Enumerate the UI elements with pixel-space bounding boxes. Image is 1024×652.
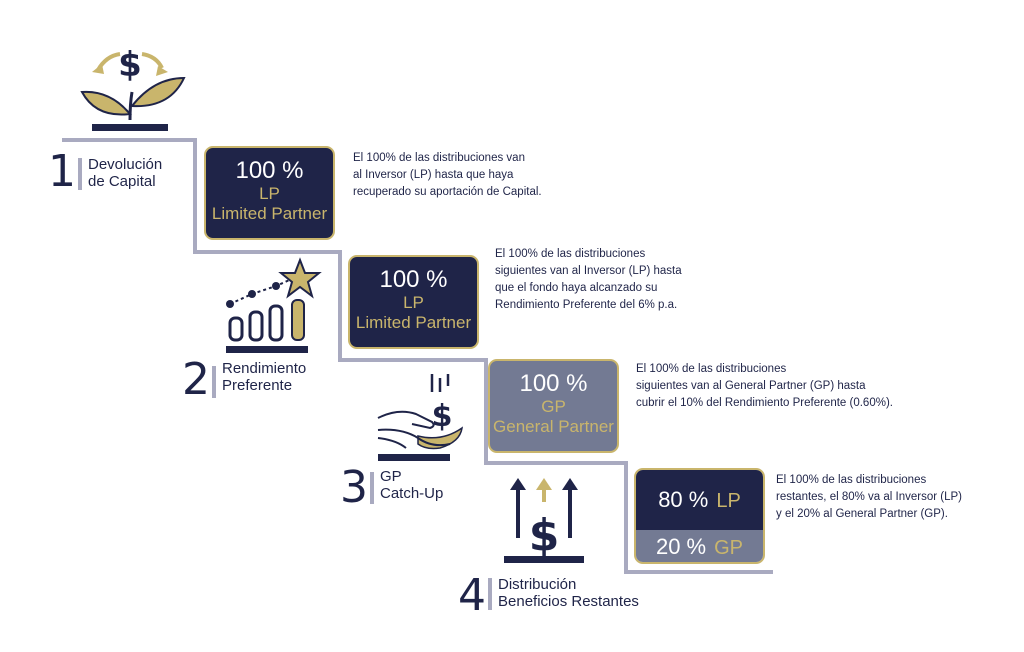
step-2-label: Rendimiento Preferente [222,360,306,394]
svg-text:$: $ [529,510,560,561]
step-3-percent: 100 % [519,370,588,397]
step-4-allocation-box: 80 % LP 20 % GP [634,468,765,564]
step-3-label-line1: GP [380,468,402,485]
step-2-number: 2 [182,354,210,405]
step-2-description: El 100% de las distribuciones siguientes… [495,246,682,314]
step-3-label-line2: Catch-Up [380,485,444,502]
step-4-lp-percent: 80 % [658,487,709,512]
step-3-desc-line: siguientes van al General Partner (GP) h… [636,380,866,392]
step-2-divider [212,366,216,398]
step-1-divider [78,158,82,190]
step-1-partner-code: LP [259,184,280,203]
step-1-label-line2: de Capital [88,173,156,190]
step-1-number: 1 [48,146,76,197]
step-4-label: Distribución Beneficios Restantes [498,576,639,610]
hand-receiving-money-icon: $ [377,374,463,461]
step-4-divider [488,578,492,610]
step-4-gp-code: GP [714,537,744,559]
step-3-description: El 100% de las distribuciones siguientes… [636,361,893,412]
step-2-allocation-box: 100 % LP Limited Partner [348,255,479,349]
step-4-label-line1: Distribución [498,576,577,593]
step-4-lp-share: 80 % LP [636,470,763,530]
step-4-gp-percent: 20 % [655,534,707,559]
step-3-partner-code: GP [541,397,566,416]
step-1-label-line1: Devolución [88,156,163,173]
step-2-desc-line: Rendimiento Preferente del 6% p.a. [495,299,678,311]
dollar-arrows-up-icon: $ [504,478,584,563]
step-2-desc-line: El 100% de las distribuciones [495,248,646,260]
step-3-partner-name: General Partner [493,417,614,436]
step-1-partner-name: Limited Partner [211,204,328,223]
step-2-desc-line: siguientes van al Inversor (LP) hasta [495,265,682,277]
step-3-allocation-box: 100 % GP General Partner [488,359,619,453]
step-4-lp-code: LP [716,490,741,512]
step-1-desc-line: recuperado su aportación de Capital. [353,186,542,198]
step-4-gp-share: 20 % GP [636,530,763,562]
step-4-description: El 100% de las distribuciones restantes,… [776,472,962,523]
svg-text:$: $ [118,45,142,85]
growth-chart-star-icon [226,257,322,353]
step-2-partner-code: LP [403,293,424,312]
step-2-label-line2: Preferente [222,377,293,394]
step-3-label: GP Catch-Up [380,468,443,502]
step-2-partner-name: Limited Partner [355,313,472,332]
step-4-desc-line: y el 20% al General Partner (GP). [776,508,948,520]
step-1-desc-line: al Inversor (LP) hasta que haya [353,169,514,181]
step-1-label: Devolución de Capital [88,156,162,190]
step-4-number: 4 [458,570,486,621]
step-3-number: 3 [340,462,368,513]
step-4-label-line2: Beneficios Restantes [498,593,639,610]
step-1-allocation-box: 100 % LP Limited Partner [204,146,335,240]
step-1-percent: 100 % [235,157,304,184]
step-2-desc-line: que el fondo haya alcanzado su [495,282,658,294]
step-4-desc-line: restantes, el 80% va al Inversor (LP) [776,491,962,503]
step-3-desc-line: El 100% de las distribuciones [636,363,787,375]
step-2-label-line1: Rendimiento [222,360,307,377]
plant-money-icon: $ [80,45,186,131]
step-1-desc-line: El 100% de las distribuciones van [353,152,525,164]
step-3-desc-line: cubrir el 10% del Rendimiento Preferente… [636,397,893,409]
step-1-description: El 100% de las distribuciones van al Inv… [353,150,542,201]
step-4-desc-line: El 100% de las distribuciones [776,474,927,486]
step-2-percent: 100 % [379,266,448,293]
step-3-divider [370,472,374,504]
svg-text:$: $ [432,399,453,434]
